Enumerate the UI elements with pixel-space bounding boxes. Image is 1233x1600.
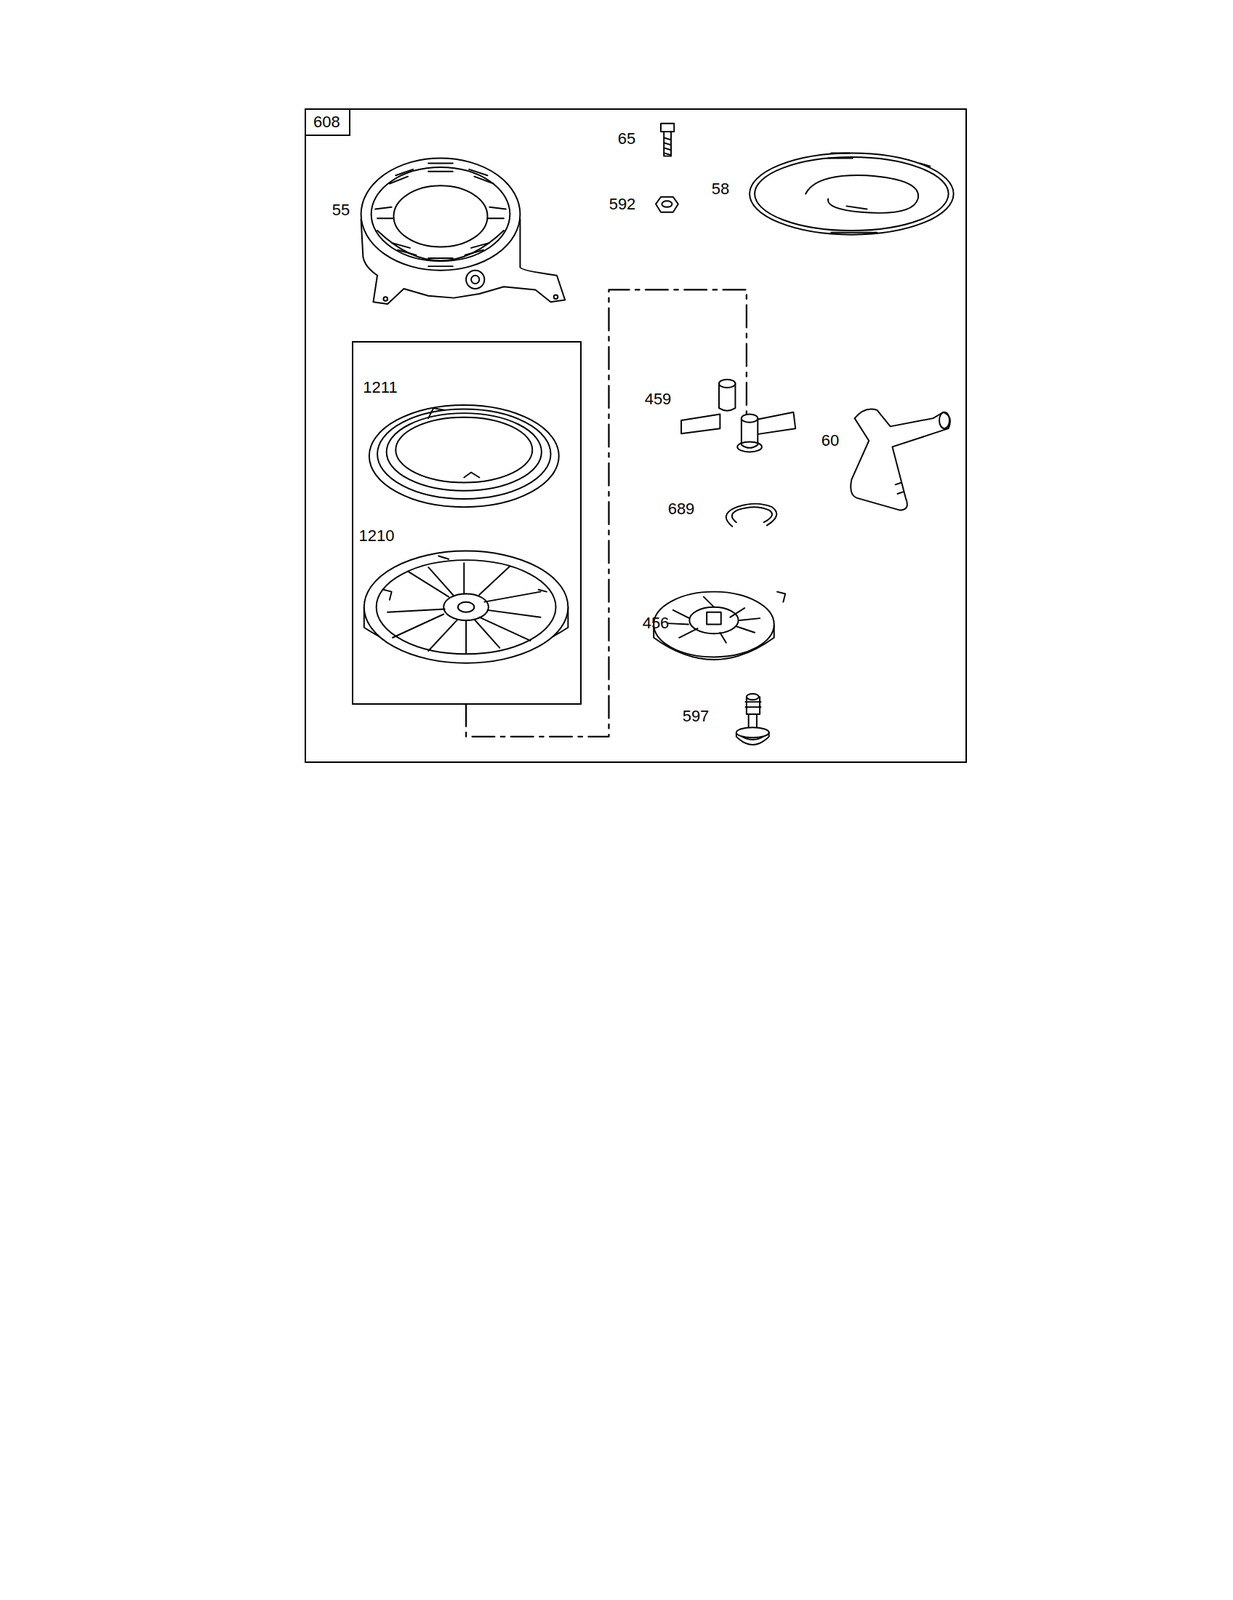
rewind-spring [369,404,560,507]
callout-number: 597 [682,708,710,725]
callout-number: 58 [711,181,730,198]
retaining-ring [726,503,777,527]
figure-number: 608 [306,109,351,136]
callout-number: 1210 [359,527,395,544]
callout-number: 592 [609,196,637,213]
assembly-leader [466,289,747,736]
diagram-frame: 608 1211 1210 [304,108,967,763]
hex-nut [655,197,679,213]
callout-number: 55 [332,202,350,219]
bolt [660,123,674,157]
callout-number: 459 [644,391,672,408]
pin-screw [736,693,770,745]
callout-number: 689 [668,500,696,517]
starter-housing [361,157,566,304]
callout-number: 60 [821,432,839,449]
ratchet [653,591,786,660]
callout-number: 1211 [362,379,397,396]
pawl [681,379,796,453]
callout-number: 65 [617,130,636,147]
starter-rope [749,152,954,235]
pulley [364,551,569,664]
assembly-box: 1211 1210 [351,340,582,705]
callout-number: 456 [642,615,670,632]
starter-handle [850,409,951,511]
